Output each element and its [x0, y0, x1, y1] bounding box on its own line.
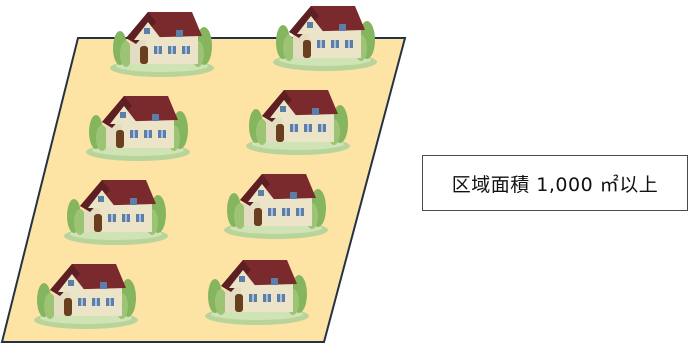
area-label-text: 区域面積 1,000 ㎡以上 — [451, 173, 659, 196]
area-label-box: 区域面積 1,000 ㎡以上 — [422, 155, 688, 211]
house-icon — [109, 11, 215, 78]
house-icon — [272, 5, 378, 72]
